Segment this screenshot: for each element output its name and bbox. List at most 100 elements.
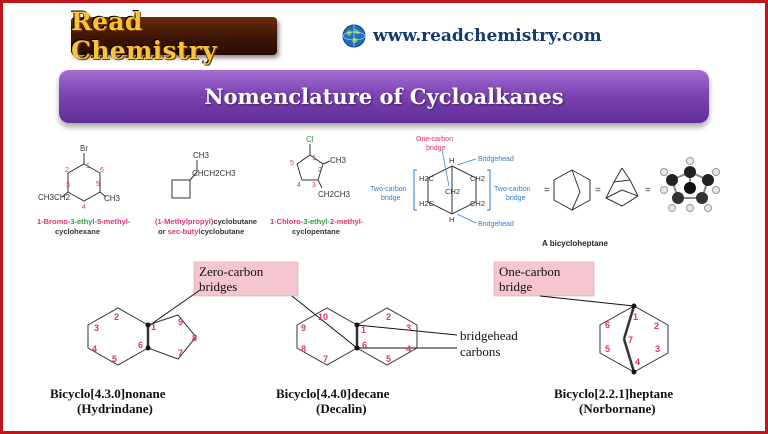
ring-number: 5	[386, 354, 391, 364]
decalin-common-name: (Decalin)	[316, 401, 367, 416]
ring-number: 9	[301, 323, 306, 333]
cyclopentane-example	[296, 144, 331, 189]
ring-number: 5	[96, 181, 100, 188]
equals-sign: =	[595, 185, 601, 196]
ring-number: 5	[605, 344, 610, 354]
site-url: www.readchemistry.com	[373, 26, 602, 46]
ring-number: 1	[312, 155, 316, 162]
ring-number: 7	[628, 335, 633, 345]
ring-number: 7	[323, 354, 328, 364]
atom-ch2-bridge: CH2	[445, 187, 460, 196]
substituent-methyl: CH3	[104, 194, 121, 203]
atom-h2c: H2C	[419, 174, 435, 183]
bridgehead-dot	[354, 322, 360, 328]
ring-number: 6	[100, 167, 104, 174]
ring-number: 8	[301, 344, 306, 354]
one-carbon-label: One-carbon	[416, 136, 453, 143]
bridgehead-dot	[354, 345, 360, 351]
substituent-methyl: CH3	[330, 156, 347, 165]
bridge-label-left: bridge	[381, 195, 401, 202]
compound-name-cyclobutane: (1-Methylpropyl)cyclobutane	[155, 217, 257, 226]
substituent-ethyl: CH2CH3	[318, 190, 351, 199]
atom-h: H	[449, 156, 454, 165]
norbornane-common-name: (Norbornane)	[579, 401, 656, 416]
ring-number: 4	[635, 357, 640, 367]
bridgehead-carbons-line2: carbons	[460, 344, 500, 359]
callout-zero-carbon	[193, 261, 299, 297]
ring-number: 1	[633, 312, 638, 322]
ring-number: 1	[86, 163, 90, 170]
bridgehead-dot	[631, 369, 637, 375]
substituent-chloro: Cl	[306, 135, 314, 144]
two-carbon-label-right: Two-carbon	[494, 186, 531, 193]
ring-number: 10	[318, 312, 328, 322]
bridgehead-dot	[631, 303, 637, 309]
bridgehead-dot	[145, 322, 151, 328]
ring-number: 4	[297, 182, 301, 189]
bridgehead-dot	[145, 345, 151, 351]
ring-number: 7	[178, 348, 183, 358]
ring-number: 1	[151, 322, 156, 332]
substituent-propyl: CHCH2CH3	[192, 169, 236, 178]
ring-number: 2	[318, 167, 322, 174]
ring-number: 4	[82, 204, 86, 211]
ring-number: 2	[386, 312, 391, 322]
ring-number: 3	[94, 323, 99, 333]
two-carbon-label-left: Two-carbon	[370, 186, 407, 193]
ring-number: 2	[654, 321, 659, 331]
norbornane-name: Bicyclo[2.2.1]heptane	[554, 386, 673, 401]
atom-ch2: CH2	[470, 174, 485, 183]
ring-number: 2	[114, 312, 119, 322]
title-banner: Nomenclature of Cycloalkanes	[59, 70, 709, 123]
callout-pointers	[149, 289, 635, 349]
ring-number: 3	[406, 323, 411, 333]
callout-one-carbon-line2: bridge	[499, 279, 532, 294]
bridgehead-label-bottom: Bridgehead	[478, 221, 514, 228]
hydrindane-common-name: (Hydrindane)	[77, 401, 153, 416]
substituent-br: Br	[80, 144, 88, 153]
ring-number: 3	[66, 182, 70, 189]
ring-number: 5	[112, 354, 117, 364]
substituent-methyl: CH3	[193, 151, 210, 160]
site-link[interactable]: www.readchemistry.com	[341, 23, 602, 49]
equals-sign: =	[544, 185, 550, 196]
ring-number: 3	[655, 344, 660, 354]
ring-number: 3	[312, 182, 316, 189]
ring-number: 9	[178, 317, 183, 327]
ring-number: 1	[361, 325, 366, 335]
cyclobutane-example	[171, 160, 198, 199]
ball-and-stick-model	[660, 157, 720, 212]
decalin-structure	[296, 307, 418, 366]
decalin-name: Bicyclo[4.4.0]decane	[276, 386, 390, 401]
callout-one-carbon-line1: One-carbon	[499, 264, 561, 279]
callout-zero-carbon-line1: Zero-carbon	[199, 264, 264, 279]
compound-name-cyclopentane: 1-Chloro-3-ethyl-2-methyl-	[270, 217, 364, 226]
globe-icon	[342, 24, 366, 48]
bicycloheptane-structure	[413, 149, 491, 224]
bridgehead-carbons-line1: bridgehead	[460, 328, 518, 343]
bridge-label: bridge	[426, 145, 446, 152]
site-logo[interactable]: Read Chemistry	[71, 7, 277, 65]
atom-h2c: H2C	[419, 199, 435, 208]
ring-number: 6	[605, 320, 610, 330]
bridgehead-label-top: Bridgehead	[478, 156, 514, 163]
equals-sign: =	[645, 185, 651, 196]
ring-number: 2	[65, 167, 69, 174]
compound-name-cyclohexane: 1-Bromo-3-ethyl-5-methyl-	[37, 217, 131, 226]
compound-name-line2: or sec-butylcyclobutane	[158, 227, 244, 236]
atom-ch2: CH2	[470, 199, 485, 208]
bridge-label-right: bridge	[506, 195, 526, 202]
norbornane-skeletal-3d	[605, 167, 639, 207]
ring-number: 8	[192, 333, 197, 343]
substituent-ethyl: CH3CH2	[38, 193, 71, 202]
ring-number: 5	[290, 160, 294, 167]
atom-h: H	[449, 215, 454, 224]
compound-name-line2: cyclopentane	[292, 227, 340, 236]
callout-zero-carbon-line2: bridges	[199, 279, 237, 294]
callout-one-carbon	[493, 261, 595, 297]
ring-number: 4	[406, 344, 411, 354]
bicycloheptane-caption: A bicycloheptane	[542, 239, 608, 248]
ring-number: 6	[362, 340, 367, 350]
